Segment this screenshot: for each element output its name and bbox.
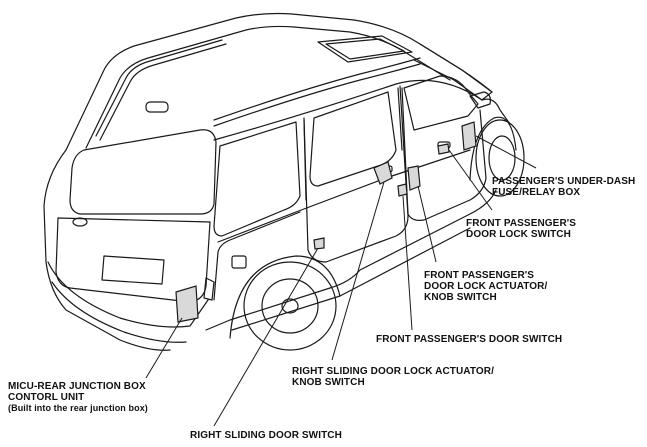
front-lock-switch [438,144,449,154]
windshield [414,44,492,100]
leader-sliding-lock-actuator [332,182,384,360]
sunroof-inner [326,39,404,59]
label-micu: MICU-REAR JUNCTION BOX CONTORL UNIT (Bui… [8,381,148,413]
side-window-front [404,76,478,130]
rear-window [70,130,216,214]
leader-front-door-switch [403,196,412,330]
fuel-door [232,256,246,268]
side-window-rear [214,122,300,236]
leader-front-lock-actuator [418,186,436,262]
rear-wheel [244,262,336,350]
sliding-lock-actuator [374,162,392,184]
label-fuse-relay-box: PASSENGER'S UNDER-DASH FUSE/RELAY BOX [492,176,636,198]
front-wheel [476,120,524,196]
front-nose [482,99,510,124]
roof-rail-left [96,40,222,136]
rear-wheel-arch [230,256,340,338]
side-sill [206,190,496,330]
fuse-relay-box [462,122,476,150]
rear-wheel-hub [282,299,298,313]
front-lock-actuator [408,166,420,190]
rear-wheel-rim [262,279,318,333]
front-door-switch [398,184,407,196]
pillar-b [398,88,402,150]
roof-rail-right [214,58,420,120]
roof-rail-left-2 [100,44,226,140]
sliding-door [304,86,408,262]
front-wheel-rim [489,136,515,180]
leader-fuse-relay-box [476,136,536,168]
roof-rail-right-2 [214,64,420,126]
front-wheel-arch [470,117,516,180]
label-sliding-door-switch: RIGHT SLIDING DOOR SWITCH [190,430,342,441]
leader-front-lock-switch [449,150,492,210]
side-upper [214,80,482,140]
license-area [102,256,164,284]
sliding-door-switch [314,238,324,249]
rear-body [44,150,170,350]
label-front-lock-switch: FRONT PASSENGER'S DOOR LOCK SWITCH [466,218,577,240]
leader-sliding-door-switch [214,248,318,426]
door-rail [218,150,470,242]
roof-vent [146,102,168,112]
tail-light [204,278,214,300]
sunroof [318,36,412,62]
micu-junction-box [176,286,198,322]
front-door [402,88,486,220]
side-mirror [470,92,490,108]
side-lower [214,212,300,300]
rear-emblem [73,218,87,226]
label-sliding-lock-actuator: RIGHT SLIDING DOOR LOCK ACTUATOR/ KNOB S… [292,366,494,388]
label-front-door-switch: FRONT PASSENGER'S DOOR SWITCH [376,334,563,345]
leader-micu [146,318,182,378]
label-front-lock-actuator: FRONT PASSENGER'S DOOR LOCK ACTUATOR/ KN… [424,270,548,303]
